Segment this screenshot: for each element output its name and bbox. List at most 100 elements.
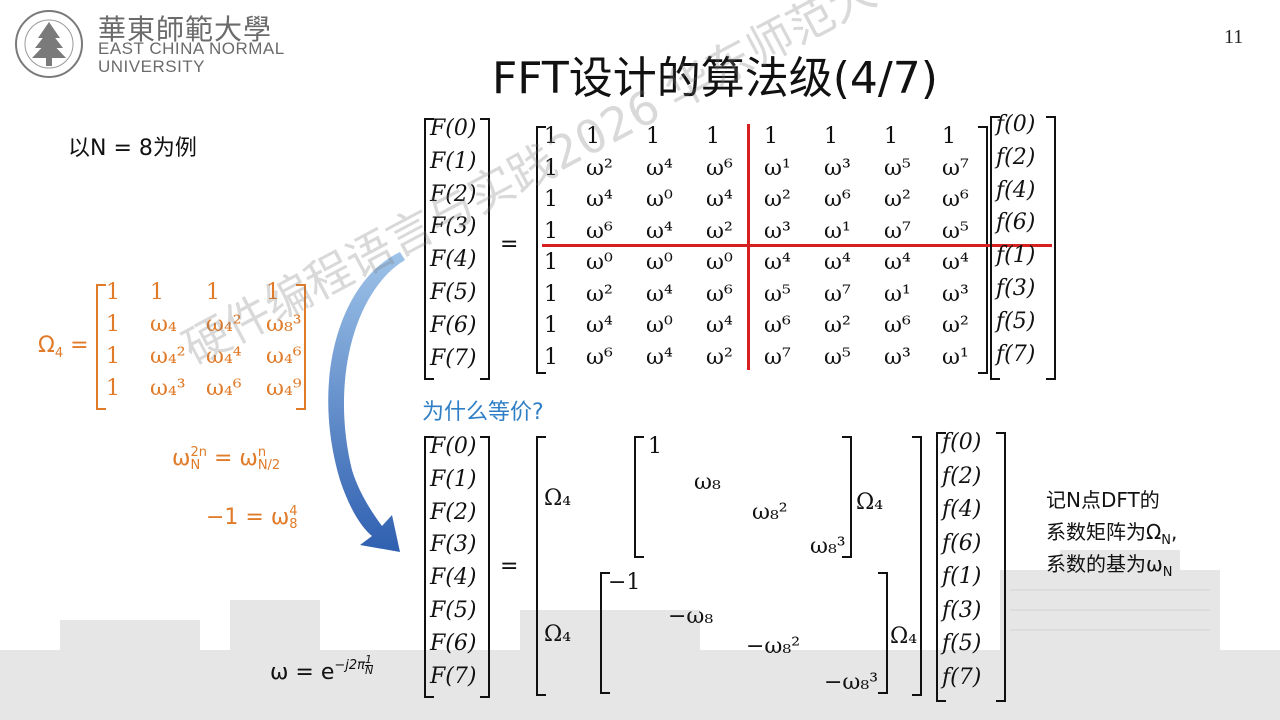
top-matrix-cell: ω⁴: [824, 250, 851, 275]
top-matrix-cell: 1: [544, 344, 558, 370]
top-lhs-entry: F(3): [430, 214, 477, 240]
diag-bottom-2: −ω₈: [668, 604, 714, 629]
omega4-matrix-cell: 1: [266, 280, 280, 305]
top-matrix-cell: ω⁶: [706, 155, 733, 181]
top-equals: =: [500, 232, 519, 257]
top-matrix-cell: ω³: [942, 281, 969, 307]
top-matrix-cell: ω⁴: [586, 313, 613, 338]
top-matrix-cell: ω⁷: [942, 155, 969, 181]
bottom-equals: =: [500, 554, 519, 579]
top-matrix-cell: ω⁰: [706, 250, 733, 275]
top-lhs-right-bracket: [480, 118, 490, 380]
omega4-matrix-cell: ω₄⁶: [206, 376, 242, 401]
bottom-rhs-entry: f(4): [942, 497, 982, 522]
diag-bottom-left-bracket: [600, 572, 610, 694]
diag-bottom-1: −1: [608, 570, 641, 595]
curved-arrow-icon: [328, 252, 405, 552]
omega4-matrix-cell: 1: [106, 376, 120, 401]
omega4-matrix-cell: 1: [106, 280, 120, 305]
omega4-left-bracket: [96, 284, 106, 410]
top-matrix-cell: ω⁵: [824, 344, 851, 370]
omega4-matrix-cell: ω₄⁴: [206, 344, 242, 369]
omega4-matrix-cell: 1: [150, 280, 164, 305]
diag-top-3: ω₈²: [752, 500, 788, 525]
block-omega4-top-right: Ω₄: [856, 490, 884, 515]
page-number: 11: [1224, 26, 1244, 48]
top-matrix-cell: 1: [884, 124, 898, 149]
omega4-matrix-cell: ω₄³: [150, 376, 186, 401]
bottom-rhs-right-bracket: [996, 432, 1006, 702]
omega4-matrix-cell: ω₄⁶: [266, 344, 302, 369]
top-matrix-cell: ω³: [884, 344, 911, 370]
note-line-3: 系数的基为ωN: [1046, 552, 1173, 580]
bottom-rhs-entry: f(0): [942, 430, 982, 455]
bottom-rhs-entry: f(1): [942, 564, 982, 589]
top-matrix-left-bracket: [536, 126, 546, 374]
top-matrix-cell: ω⁵: [884, 155, 911, 181]
top-matrix-cell: ω²: [586, 281, 613, 307]
top-matrix-cell: 1: [544, 313, 558, 338]
note-line-1: 记N点DFT的: [1046, 488, 1160, 512]
top-matrix-cell: ω⁴: [942, 250, 969, 275]
top-rhs-left-bracket: [990, 116, 1000, 380]
top-rhs-entry: f(3): [996, 276, 1036, 301]
top-matrix-cell: ω²: [586, 155, 613, 181]
top-matrix-cell: ω²: [706, 218, 733, 244]
diag-bottom-3: −ω₈²: [746, 634, 801, 659]
top-matrix-cell: ω¹: [764, 155, 791, 181]
top-lhs-entry: F(5): [430, 280, 477, 305]
bottom-lhs-entry: F(5): [430, 598, 477, 623]
top-lhs-entry: F(4): [430, 247, 477, 273]
university-logo-icon: [15, 10, 83, 78]
diag-top-right-bracket: [842, 436, 852, 558]
top-matrix-cell: 1: [646, 124, 660, 149]
bottom-lhs-entry: F(3): [430, 532, 477, 558]
logo-english-line1: EAST CHINA NORMAL: [98, 39, 285, 58]
top-rhs-entry: f(5): [996, 308, 1036, 334]
bottom-rhs-left-bracket: [936, 432, 946, 702]
top-matrix-cell: ω⁴: [646, 155, 673, 181]
logo-chinese-name: 華東師範大學: [98, 13, 273, 46]
diag-bottom-right-bracket: [878, 572, 888, 694]
omega4-matrix-cell: ω₄²: [206, 312, 242, 337]
horizontal-divider-line: [542, 244, 1052, 247]
bottom-rhs-entry: f(3): [942, 597, 982, 623]
top-matrix-cell: ω³: [824, 155, 851, 181]
omega4-right-bracket: [296, 284, 306, 410]
top-matrix-cell: ω⁶: [764, 313, 791, 338]
top-matrix-cell: ω⁰: [586, 250, 613, 275]
top-matrix-right-bracket: [978, 126, 988, 374]
top-lhs-entry: F(0): [430, 116, 477, 141]
omega4-matrix-cell: ω₄⁹: [266, 376, 302, 401]
vertical-divider-line: [747, 124, 750, 370]
bottom-lhs-entry: F(0): [430, 434, 477, 459]
top-matrix-cell: ω³: [764, 218, 791, 244]
block-omega4-bottom-right: Ω₄: [890, 624, 918, 649]
bottom-lhs-left-bracket: [424, 436, 434, 698]
top-matrix-cell: ω⁶: [586, 344, 613, 370]
bottom-lhs-entry: F(6): [430, 630, 477, 656]
omega4-matrix-cell: ω₄: [150, 312, 177, 337]
top-matrix-cell: ω⁴: [646, 344, 673, 370]
block-omega4-bottom-left: Ω₄: [544, 622, 572, 647]
top-matrix-cell: ω⁶: [884, 313, 911, 338]
top-lhs-left-bracket: [424, 118, 434, 380]
omega4-matrix-cell: 1: [206, 280, 220, 305]
diag-top-2: ω₈: [694, 470, 721, 495]
bottom-lhs-entry: F(7): [430, 663, 477, 689]
omega4-label: Ω4 =: [38, 333, 89, 361]
top-matrix-cell: ω⁴: [646, 281, 673, 307]
top-rhs-entry: f(4): [996, 177, 1036, 203]
bottom-rhs-entry: f(2): [942, 463, 982, 489]
top-matrix-cell: ω⁴: [706, 187, 733, 212]
slide-title: FFT设计的算法级(4/7): [492, 53, 938, 104]
top-matrix-cell: 1: [544, 218, 558, 244]
diag-top-left-bracket: [634, 436, 644, 558]
bottom-lhs-entry: F(4): [430, 565, 477, 591]
top-matrix-cell: ω⁷: [884, 218, 911, 244]
top-matrix-cell: 1: [544, 124, 558, 149]
top-matrix-cell: ω⁴: [764, 250, 791, 275]
top-matrix-cell: ω⁰: [646, 250, 673, 275]
